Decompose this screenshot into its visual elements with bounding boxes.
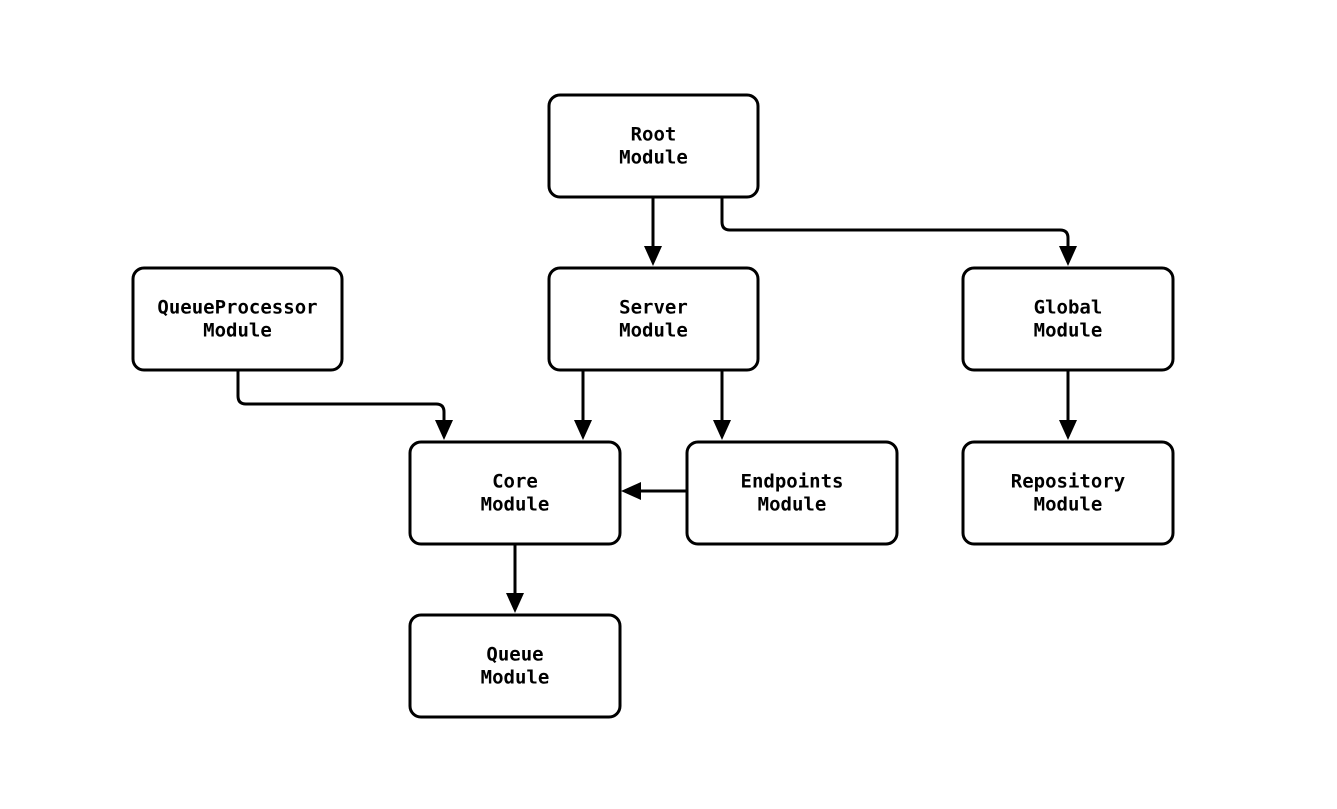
node-label-line1: Core	[492, 471, 538, 493]
node-label-line1: Global	[1034, 297, 1103, 319]
node-label-line1: QueueProcessor	[157, 297, 317, 319]
node-label-line2: Module	[619, 147, 688, 169]
edge-line	[236, 370, 446, 422]
node-label-line2: Module	[758, 494, 827, 516]
node-label-line1: Queue	[486, 644, 543, 666]
arrow-head-icon	[644, 246, 662, 266]
node-label-line2: Module	[203, 320, 272, 342]
node-label-line2: Module	[619, 320, 688, 342]
edge-root-to-server	[644, 197, 662, 266]
arrow-head-icon	[713, 420, 731, 440]
arrow-head-icon	[574, 420, 592, 440]
arrow-head-icon	[1059, 420, 1077, 440]
node-box[interactable]	[961, 266, 1175, 372]
arrow-head-icon	[435, 420, 453, 440]
node-box[interactable]	[408, 440, 622, 546]
edge-root-to-global	[720, 197, 1077, 266]
node-label-line1: Endpoints	[741, 471, 844, 493]
edge-line	[720, 197, 1070, 248]
node-box[interactable]	[408, 613, 622, 719]
node-label-line2: Module	[1034, 320, 1103, 342]
node-label-line1: Repository	[1011, 471, 1125, 493]
edge-server-to-endpoints	[713, 370, 731, 440]
arrow-head-icon	[621, 482, 641, 500]
edge-endpoints-to-core	[621, 482, 687, 500]
edge-queueprocessor-to-core	[236, 370, 453, 440]
arrow-head-icon	[506, 593, 524, 613]
node-box[interactable]	[961, 440, 1175, 546]
node-label-line2: Module	[1034, 494, 1103, 516]
node-box[interactable]	[685, 440, 899, 546]
nodes-layer: RootModuleQueueProcessorModuleServerModu…	[131, 93, 1175, 719]
edge-core-to-queue	[506, 544, 524, 613]
node-label-line1: Root	[631, 124, 677, 146]
node-label-line2: Module	[481, 667, 550, 689]
arrow-head-icon	[1059, 246, 1077, 266]
node-label-line1: Server	[619, 297, 688, 319]
node-box[interactable]	[547, 93, 760, 199]
node-label-line2: Module	[481, 494, 550, 516]
edge-server-to-core	[574, 370, 592, 440]
edges-layer	[236, 197, 1077, 613]
node-box[interactable]	[131, 266, 344, 372]
node-box[interactable]	[547, 266, 760, 372]
edge-global-to-repository	[1059, 370, 1077, 440]
